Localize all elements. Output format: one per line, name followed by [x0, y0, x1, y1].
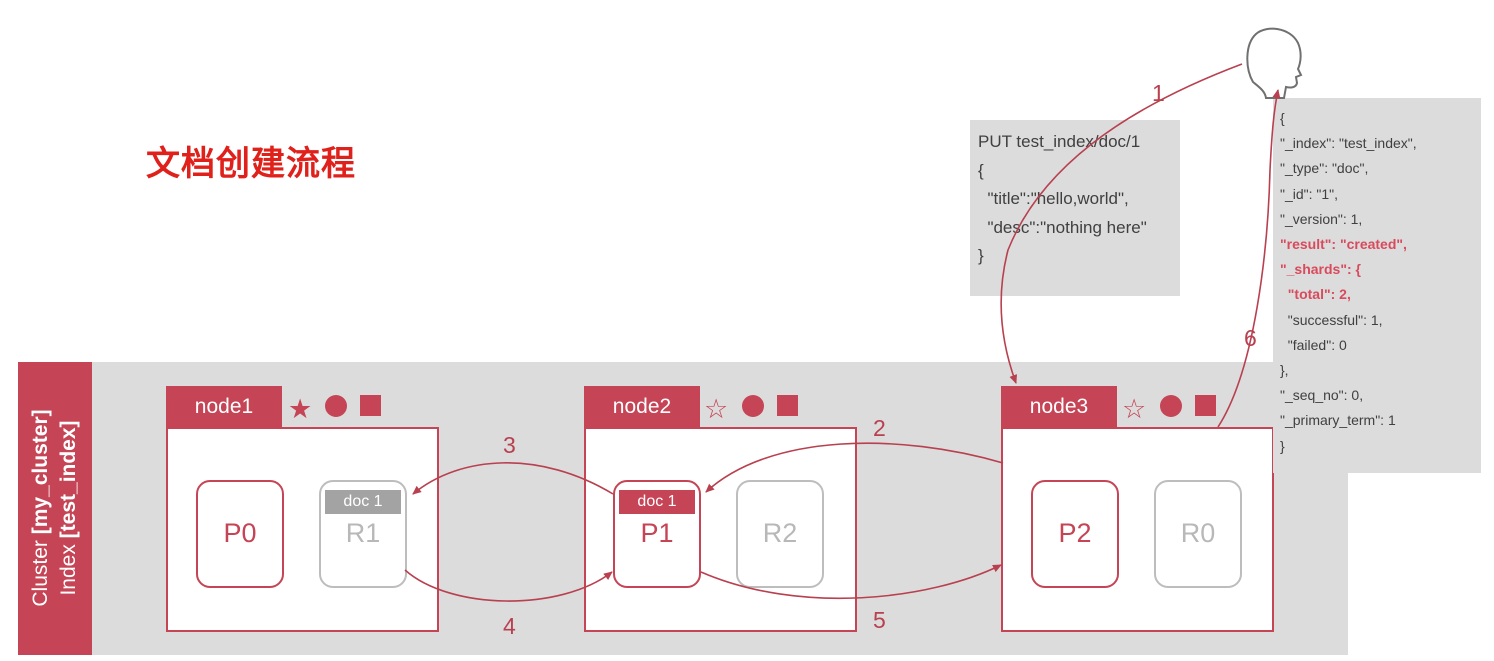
cluster-tab: [18, 362, 92, 655]
step-label-6: 6: [1244, 325, 1257, 351]
star-icon: ★: [288, 394, 312, 425]
node2-header: node2: [584, 386, 700, 428]
node3-status-icons: ☆: [1122, 394, 1216, 425]
user-head-icon: [1246, 27, 1303, 99]
request-line: "title":"hello,world",: [978, 189, 1129, 208]
shard-r0: R0: [1154, 480, 1242, 588]
arrow-5: [700, 564, 1002, 600]
shard-p1: P1: [613, 480, 701, 588]
shard-p0: P0: [196, 480, 284, 588]
request-line: {: [978, 160, 984, 180]
circle-icon: [1160, 395, 1182, 417]
arrow-6: [1217, 89, 1281, 428]
response-line: "_id": "1",: [1280, 185, 1339, 202]
response-line: },: [1280, 362, 1289, 379]
step-label-3: 3: [503, 432, 516, 458]
doc-tag-primary: doc 1: [619, 490, 695, 514]
arrow-4: [404, 569, 613, 602]
doc-tag-replica: doc 1: [325, 490, 401, 514]
page-title: 文档创建流程: [146, 144, 356, 184]
response-line: "_type": "doc",: [1280, 160, 1369, 177]
square-icon: [1195, 395, 1216, 416]
response-line: "_seq_no": 0,: [1280, 387, 1364, 404]
response-line-highlight: "_shards": {: [1280, 261, 1361, 278]
response-line: "_version": 1,: [1280, 210, 1363, 227]
arrow-3: [412, 462, 614, 495]
response-line: "failed": 0: [1280, 336, 1347, 353]
circle-icon: [325, 395, 347, 417]
request-line: }: [978, 246, 984, 265]
response-line: "successful": 1,: [1280, 311, 1383, 328]
node2-status-icons: ☆: [704, 394, 798, 425]
square-icon: [777, 395, 798, 416]
step-label-5: 5: [873, 607, 886, 633]
square-icon: [360, 395, 381, 416]
node3-header: node3: [1001, 386, 1117, 428]
response-line: "_primary_term": 1: [1280, 412, 1396, 429]
response-code: { "_index": "test_index", "_type": "doc", "…: [1273, 98, 1481, 473]
shard-p2: P2: [1031, 480, 1119, 588]
shard-r2: R2: [736, 480, 824, 588]
step-label-1: 1: [1152, 80, 1165, 106]
step-label-4: 4: [503, 613, 516, 639]
circle-icon: [742, 395, 764, 417]
arrow-1: [1000, 63, 1243, 384]
node1-status-icons: ★: [288, 394, 381, 425]
star-icon: ☆: [1122, 394, 1146, 425]
shard-r1: R1: [319, 480, 407, 588]
step-label-2: 2: [873, 415, 886, 441]
response-line: "_index": "test_index",: [1280, 135, 1417, 152]
arrow-2: [705, 442, 1004, 493]
node3-box: [1001, 427, 1274, 632]
node1-box: [166, 427, 439, 632]
response-line: {: [1280, 110, 1285, 126]
response-line-highlight: "result": "created",: [1280, 236, 1407, 253]
node1-header: node1: [166, 386, 282, 428]
response-line-highlight: "total": 2,: [1280, 286, 1351, 303]
response-line: }: [1280, 437, 1285, 454]
star-icon: ☆: [704, 394, 728, 425]
request-line: PUT test_index/doc/1: [978, 132, 1141, 151]
